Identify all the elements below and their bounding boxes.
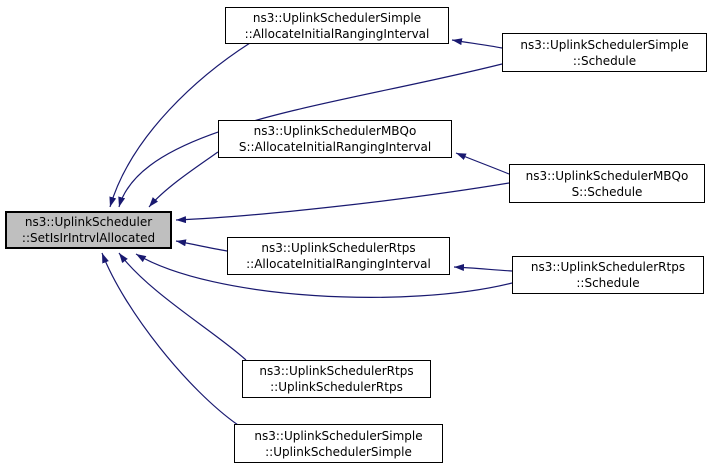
node-label-line1: ns3::UplinkSchedulerSimple xyxy=(252,10,422,25)
node-label-line1: ns3::UplinkSchedulerRtps xyxy=(530,260,686,274)
edge-rtpsallocate-to-setisirintrvlallocated xyxy=(175,239,228,252)
node-label-line2: ::Schedule xyxy=(576,276,640,290)
node-uplinkschedulersimple-allocateinitialranginginterval[interactable]: ns3::UplinkSchedulerSimple ::AllocateIni… xyxy=(225,7,449,44)
node-uplinkschedulermbqos-schedule[interactable]: ns3::UplinkSchedulerMBQo S::Schedule xyxy=(509,164,705,203)
node-label-line1: ns3::UplinkSchedulerMBQo xyxy=(253,124,417,138)
node-uplinkschedulerrtps-schedule[interactable]: ns3::UplinkSchedulerRtps ::Schedule xyxy=(512,256,704,294)
node-uplinkschedulerrtps-allocateinitialranginginterval[interactable]: ns3::UplinkSchedulerRtps ::AllocateIniti… xyxy=(227,237,450,275)
edge-rtpsschedule-to-setisirintrvlallocated xyxy=(135,253,513,298)
node-label-line2: ::AllocateInitialRangingInterval xyxy=(244,26,430,41)
node-label-line1: ns3::UplinkSchedulerMBQo xyxy=(525,168,689,183)
edge-mbqosschedule-to-setisirintrvlallocated xyxy=(175,182,510,224)
edge-rtpsctor-to-setisirintrvlallocated xyxy=(118,252,247,361)
edge-mbqosschedule-to-mbqosallocate xyxy=(455,152,510,175)
node-uplinkschedulerrtps-constructor[interactable]: ns3::UplinkSchedulerRtps ::UplinkSchedul… xyxy=(242,360,431,398)
edge-simpleallocate-to-setisirintrvlallocated xyxy=(109,42,251,208)
node-label-line2: ::SetIsIrIntrvlAllocated xyxy=(21,231,156,245)
edge-mbqosallocate-to-setisirintrvlallocated xyxy=(148,151,219,208)
node-label-line2: ::AllocateInitialRangingInterval xyxy=(246,257,431,271)
edge-simplector-to-setisirintrvlallocated xyxy=(101,252,239,426)
node-label-line1: ns3::UplinkScheduler xyxy=(24,215,153,229)
node-label-line1: ns3::UplinkSchedulerRtps xyxy=(261,241,416,255)
node-label-line1: ns3::UplinkSchedulerSimple xyxy=(520,37,689,52)
edge-simpleschedule-to-simpleallocate xyxy=(451,38,503,49)
node-setisirintrvlallocated: ns3::UplinkScheduler ::SetIsIrIntrvlAllo… xyxy=(5,211,172,249)
node-label-line1: ns3::UplinkSchedulerRtps xyxy=(259,364,414,378)
node-label-line2: S::AllocateInitialRangingInterval xyxy=(238,140,432,154)
node-uplinkschedulersimple-constructor[interactable]: ns3::UplinkSchedulerSimple ::UplinkSched… xyxy=(234,424,443,463)
node-label-line2: ::UplinkSchedulerRtps xyxy=(270,380,403,394)
node-label-line2: ::Schedule xyxy=(572,53,637,68)
edge-rtpsschedule-to-rtpsallocate xyxy=(453,263,513,272)
node-label-line2: S::Schedule xyxy=(571,184,643,199)
node-uplinkschedulermbqos-allocateinitialranginginterval[interactable]: ns3::UplinkSchedulerMBQo S::AllocateInit… xyxy=(218,120,452,158)
node-label-line2: ::UplinkSchedulerSimple xyxy=(265,444,412,459)
node-uplinkschedulersimple-schedule[interactable]: ns3::UplinkSchedulerSimple ::Schedule xyxy=(502,33,707,72)
node-label-line1: ns3::UplinkSchedulerSimple xyxy=(254,428,423,443)
